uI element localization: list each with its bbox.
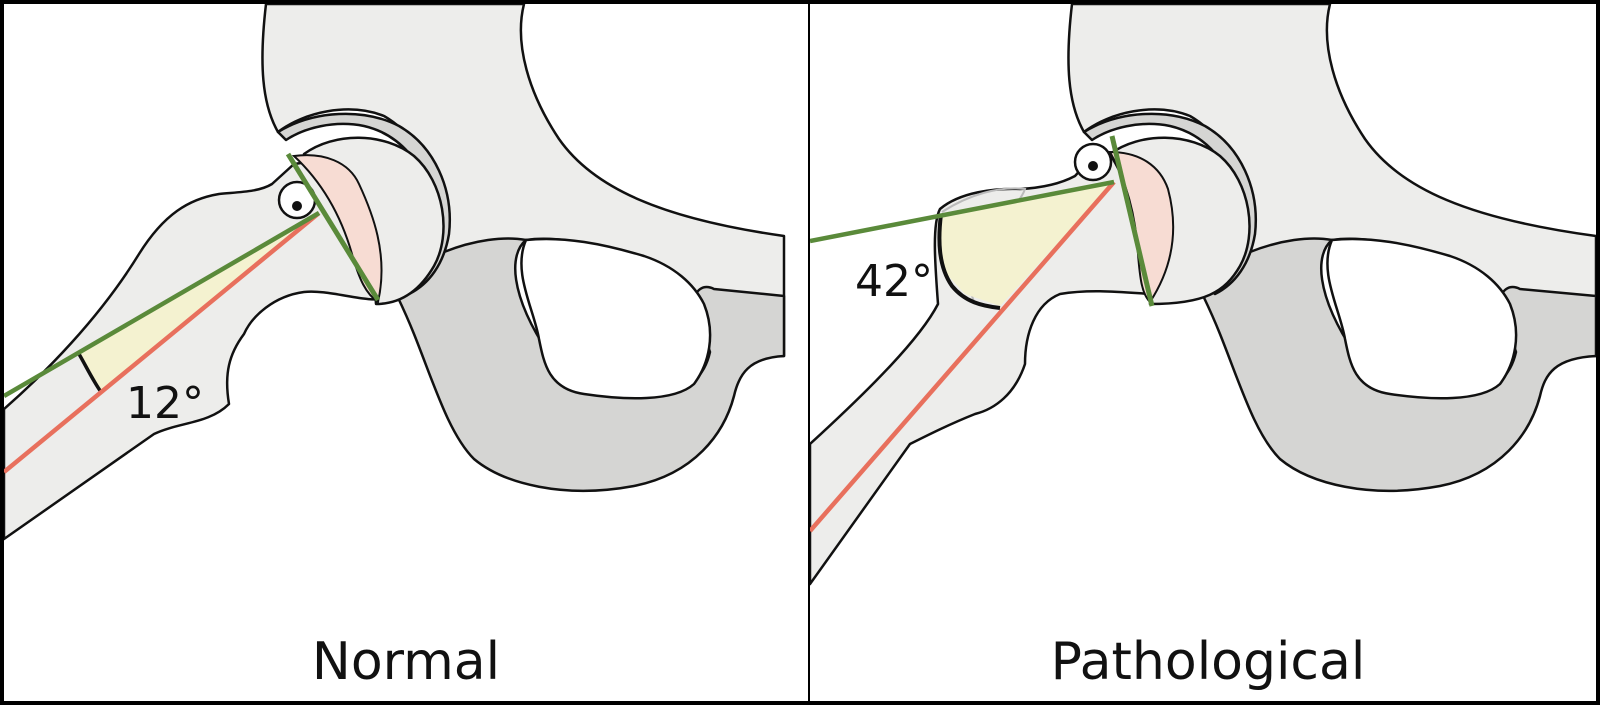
acetabulum: [1082, 112, 1257, 296]
head-neck-reference-line: [4, 211, 321, 398]
alpha-angle-arc: [937, 213, 1001, 310]
pelvis-ischium: [1198, 237, 1596, 492]
pathological-angle-label: 42°: [855, 256, 933, 307]
femoral-head-diameter-line: [285, 152, 381, 302]
femoral-neck-axis: [810, 180, 1116, 533]
head-neck-reference-line: [810, 179, 1115, 244]
femoral-head-diameter-line: [1109, 135, 1155, 307]
head-center-dot: [1088, 161, 1098, 171]
alpha-angle-wedge: [79, 213, 319, 392]
pathological-hip-diagram: 42° Pathological: [810, 4, 1596, 692]
panel-pathological: 42° Pathological: [810, 4, 1596, 701]
alpha-angle-wedge: [941, 182, 1114, 306]
head-center-dot: [292, 201, 302, 211]
panel-normal: 12° Normal: [4, 4, 808, 701]
normal-hip-diagram: 12° Normal: [4, 4, 786, 692]
femoral-neck-axis: [4, 211, 321, 474]
normal-panel-title: Normal: [312, 632, 500, 692]
alpha-angle-arc: [77, 353, 103, 393]
pathological-panel-title: Pathological: [1051, 632, 1366, 692]
pelvis-ischium: [392, 237, 786, 492]
cartilage: [291, 154, 383, 304]
obturator-foramen: [1326, 237, 1518, 400]
normal-angle-label: 12°: [126, 378, 204, 429]
panel-divider: [808, 4, 811, 701]
obturator-foramen: [520, 237, 712, 400]
